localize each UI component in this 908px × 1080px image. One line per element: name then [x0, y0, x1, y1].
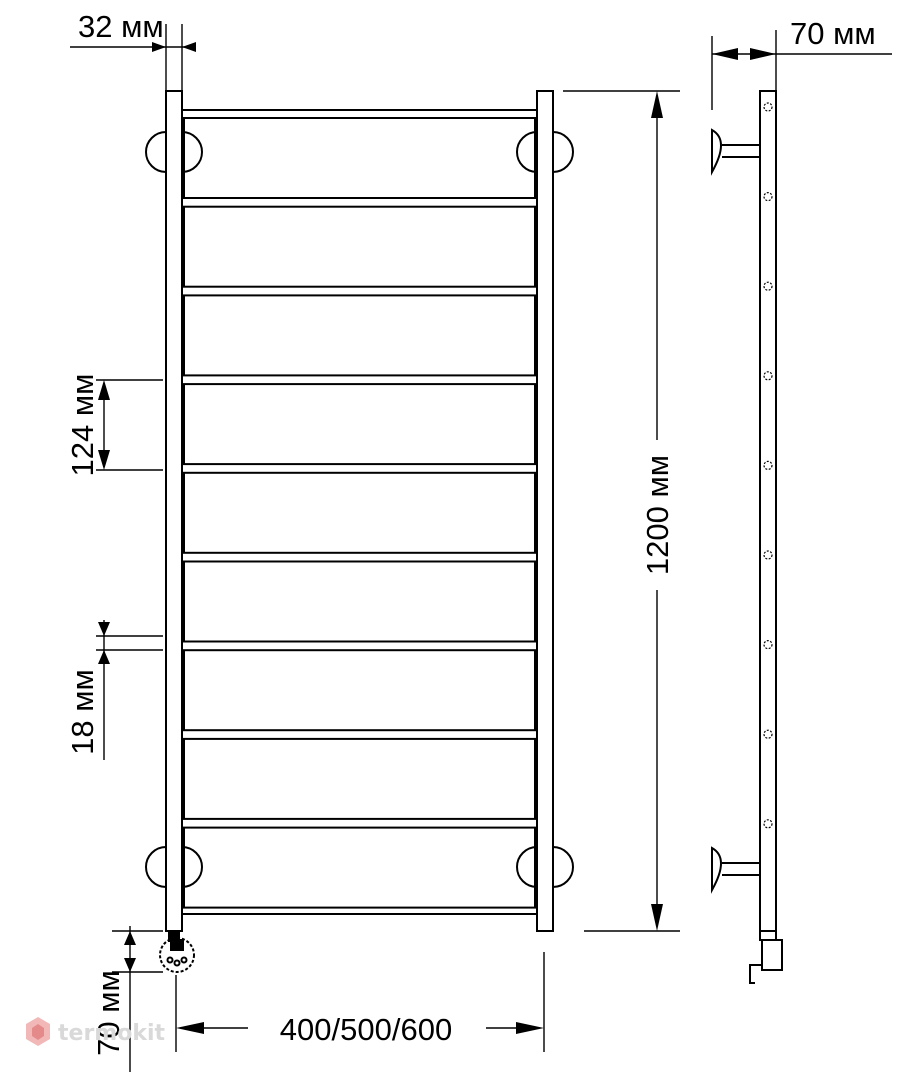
- rung: [183, 737, 536, 820]
- rung: [183, 649, 536, 732]
- side-heater: [761, 939, 783, 971]
- side-rung-end: [763, 192, 773, 202]
- side-pipe: [759, 90, 777, 932]
- side-bracket-bottom: [711, 846, 722, 894]
- side-rung-end: [763, 819, 773, 829]
- svg-text:termokit: termokit: [58, 1021, 165, 1046]
- side-rung-end: [763, 639, 773, 650]
- rung: [183, 383, 536, 466]
- bracket-top-right: [516, 131, 538, 173]
- side-rung-end: [763, 550, 773, 560]
- watermark: termokit: [26, 1017, 165, 1046]
- side-rung-end: [763, 729, 773, 739]
- rung: [183, 826, 536, 909]
- side-bracket-top: [711, 128, 722, 176]
- rung: [183, 294, 536, 377]
- rung: [183, 205, 536, 288]
- rung: [183, 471, 536, 554]
- right-pipe: [536, 90, 554, 932]
- rung: [183, 560, 536, 643]
- front-view: [145, 90, 574, 973]
- bracket-bottom-right: [516, 846, 538, 888]
- side-view: [711, 30, 892, 984]
- heater-plug: [159, 937, 195, 973]
- label-total-height: 1200 мм: [640, 455, 675, 575]
- label-pipe-width: 32 мм: [78, 9, 164, 44]
- label-wall-gap: 70 мм: [790, 16, 876, 51]
- rung: [183, 117, 536, 199]
- left-pipe: [165, 90, 183, 932]
- bracket-top-left: [145, 131, 167, 173]
- bracket-bottom-left: [145, 846, 167, 888]
- label-widths: 400/500/600: [280, 1012, 452, 1047]
- arrowheads: [98, 42, 776, 1034]
- side-rung-end: [763, 371, 773, 381]
- side-rung-end: [763, 460, 773, 470]
- rungs-group: [183, 117, 536, 909]
- label-rung-thickness: 18 мм: [65, 669, 100, 755]
- side-rung-ends: [763, 102, 773, 829]
- side-rung-end: [763, 281, 773, 291]
- label-bottom-offset: 70 мм: [91, 970, 126, 1056]
- label-rung-pitch: 124 мм: [65, 374, 100, 477]
- side-rung-end: [763, 102, 773, 112]
